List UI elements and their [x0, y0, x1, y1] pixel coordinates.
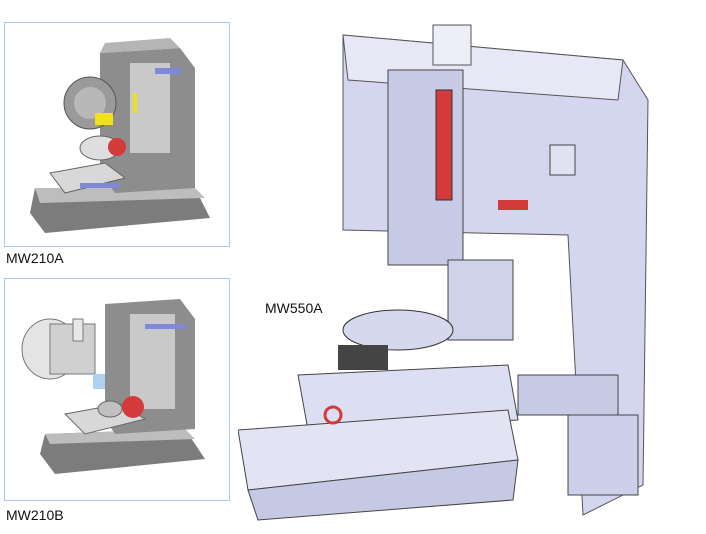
mw550a-label: MW550A: [265, 300, 323, 316]
mw210a-machine-illustration: [30, 38, 210, 233]
mw210b-label: MW210B: [6, 507, 64, 523]
mw210a-label: MW210A: [6, 250, 64, 266]
mw210b-image-panel: [4, 278, 230, 501]
mw210a-image-panel: [4, 22, 230, 247]
mw550a-machine-illustration: [238, 24, 649, 521]
mw210b-machine-illustration: [21, 299, 205, 474]
